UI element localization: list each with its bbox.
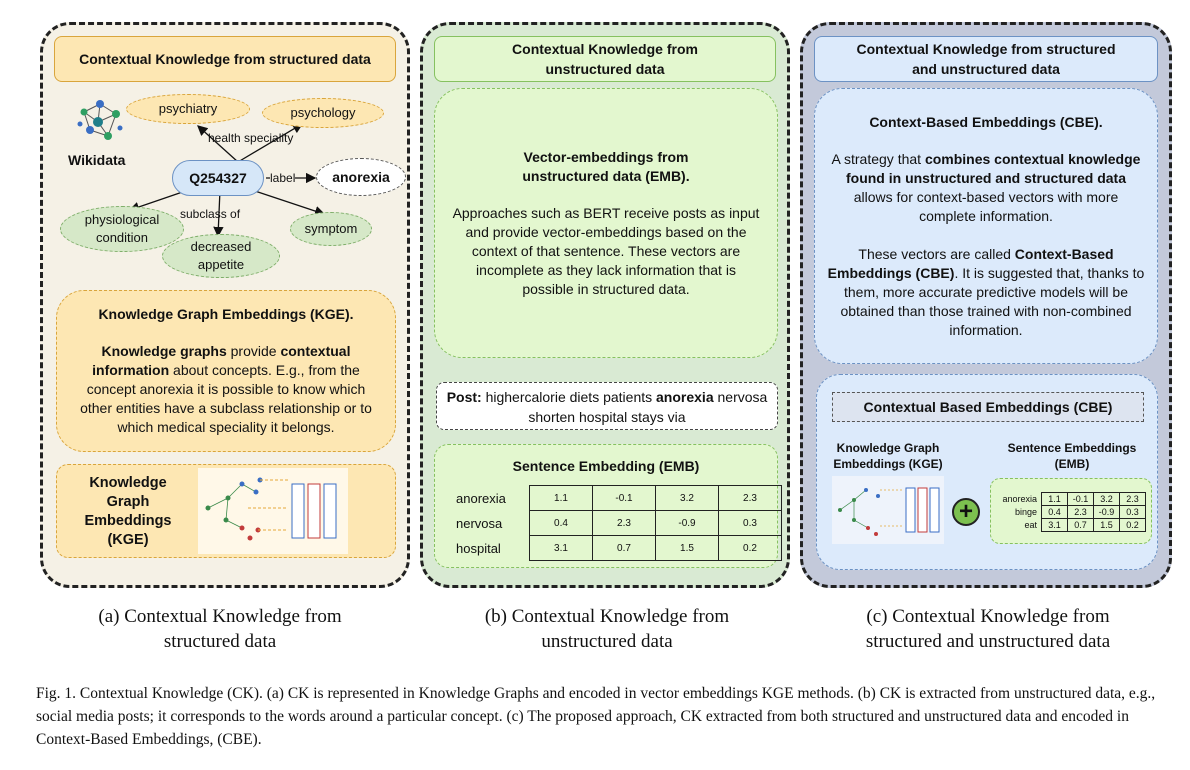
embedding-value-cell: 0.4	[529, 510, 593, 536]
cbe-title: Context-Based Embeddings (CBE).	[869, 113, 1103, 130]
graph-node-physiological-condition: physiological condition	[60, 206, 184, 252]
cbe-kge-graph-icon	[832, 476, 944, 544]
embedding-value-cell: 3.1	[1041, 518, 1068, 532]
cbe-description-box: Context-Based Embeddings (CBE). A strate…	[814, 88, 1158, 364]
kge-graph-matrix-icon	[198, 468, 348, 554]
cbe-text-1: A strategy that	[831, 150, 925, 167]
kge-description-box: Knowledge Graph Embeddings (KGE). Knowle…	[56, 290, 396, 452]
cbe-paragraph-1: A strategy that combines contextual know…	[827, 150, 1145, 226]
caption-b: (b) Contextual Knowledge from unstructur…	[484, 606, 730, 652]
embedding-value-cell: 1.5	[1093, 518, 1120, 532]
panel-b-header: Contextual Knowledge from unstructured d…	[434, 36, 776, 82]
embedding-value-cell: 2.3	[1067, 505, 1094, 519]
embedding-value-cell: -0.1	[592, 485, 656, 511]
embedding-value-cell: 0.7	[592, 535, 656, 561]
edge-label-subclass-of: subclass of	[180, 207, 241, 221]
kge-visual-label: Knowledge Graph Embeddings (KGE)	[84, 475, 172, 548]
graph-node-symptom: symptom	[290, 212, 372, 246]
sentence-embedding-title: Sentence Embedding (EMB)	[512, 458, 700, 474]
kge-bold-contextual: contextual information	[92, 343, 351, 378]
embedding-value-cell: 2.3	[718, 485, 782, 511]
emb-title: Vector-embeddings from unstructured data…	[522, 148, 690, 184]
post-label: Post:	[446, 389, 482, 405]
cbe-text-3: These vectors are called	[858, 245, 1015, 262]
embedding-value-cell: 3.1	[529, 535, 593, 561]
post-text-2: nervosa shorten hospital stays via	[528, 389, 768, 425]
panel-a-header: Contextual Knowledge from structured dat…	[54, 36, 396, 82]
kge-description: Knowledge graphs provide contextual info…	[71, 342, 381, 437]
graph-node-psychology: psychology	[262, 98, 384, 128]
embedding-value-cell: 0.2	[718, 535, 782, 561]
cbe-paragraph-2: These vectors are called Context-Based E…	[827, 245, 1145, 340]
figure-caption: Fig. 1. Contextual Knowledge (CK). (a) C…	[36, 685, 1156, 748]
post-text-1: highercalorie diets patients	[481, 389, 657, 405]
kge-text-1: provide	[226, 343, 281, 359]
embedding-value-cell: 1.1	[1041, 492, 1068, 506]
embedding-value-cell: 3.2	[655, 485, 719, 511]
wikidata-label: Wikidata	[68, 152, 126, 168]
cbe-text-2: allows for context-based vectors with mo…	[853, 188, 1119, 224]
caption-a: (a) Contextual Knowledge from structured…	[98, 606, 342, 652]
cbe-bold-combines: combines contextual knowledge found in u…	[845, 150, 1141, 186]
row-word: binge	[1014, 507, 1037, 517]
embedding-value-cell: 0.7	[1067, 518, 1094, 532]
embedding-value-cell: 1.1	[529, 485, 593, 511]
cbe-kge-label: Knowledge Graph Embeddings (KGE)	[833, 441, 943, 471]
cbe-emb-label: Sentence Embeddings (EMB)	[1007, 441, 1137, 471]
embedding-value-cell: 2.3	[1119, 492, 1146, 506]
wikidata-logo-icon	[77, 100, 123, 140]
cbe-bold-context-based: Context-Based Embeddings (CBE)	[827, 245, 1114, 281]
post-box: Post: highercalorie diets patients anore…	[436, 382, 778, 430]
panel-c-header: Contextual Knowledge from structured and…	[814, 36, 1158, 82]
caption-c: (c) Contextual Knowledge from structured…	[865, 606, 1111, 652]
row-word: anorexia	[1002, 494, 1037, 504]
kge-text-2: about concepts. E.g., from the concept a…	[80, 362, 372, 435]
embedding-value-cell: 1.5	[655, 535, 719, 561]
embedding-value-cell: -0.9	[655, 510, 719, 536]
embedding-value-cell: 0.2	[1119, 518, 1146, 532]
kge-title: Knowledge Graph Embeddings (KGE).	[98, 306, 354, 322]
plus-icon: +	[952, 498, 980, 526]
edge-label-label: label	[270, 171, 296, 185]
graph-node-decreased-appetite: decreased appetite	[162, 234, 280, 278]
kge-bold-knowledge-graphs: Knowledge graphs	[101, 343, 227, 359]
graph-node-psychiatry: psychiatry	[126, 94, 250, 124]
graph-node-q254327: Q254327	[172, 160, 264, 196]
embedding-value-cell: 3.2	[1093, 492, 1120, 506]
emb-description: Approaches such as BERT receive posts as…	[452, 204, 760, 297]
row-word: nervosa	[456, 515, 503, 531]
row-word: anorexia	[456, 490, 506, 506]
embedding-value-cell: 0.3	[718, 510, 782, 536]
embedding-value-cell: -0.9	[1093, 505, 1120, 519]
row-word: eat	[1024, 520, 1037, 530]
cbe-text-4: . It is suggested that, thanks to them, …	[840, 264, 1145, 338]
row-word: hospital	[456, 540, 501, 556]
cbe-visual-label: Contextual Based Embeddings (CBE)	[832, 392, 1144, 422]
edge-label-health-speciality: health speciality	[208, 131, 294, 145]
emb-description-box: Vector-embeddings from unstructured data…	[434, 88, 778, 358]
post-bold-anorexia: anorexia	[656, 389, 714, 405]
embedding-value-cell: -0.1	[1067, 492, 1094, 506]
embedding-value-cell: 2.3	[592, 510, 656, 536]
graph-node-anorexia: anorexia	[316, 158, 406, 196]
embedding-value-cell: 0.3	[1119, 505, 1146, 519]
embedding-value-cell: 0.4	[1041, 505, 1068, 519]
